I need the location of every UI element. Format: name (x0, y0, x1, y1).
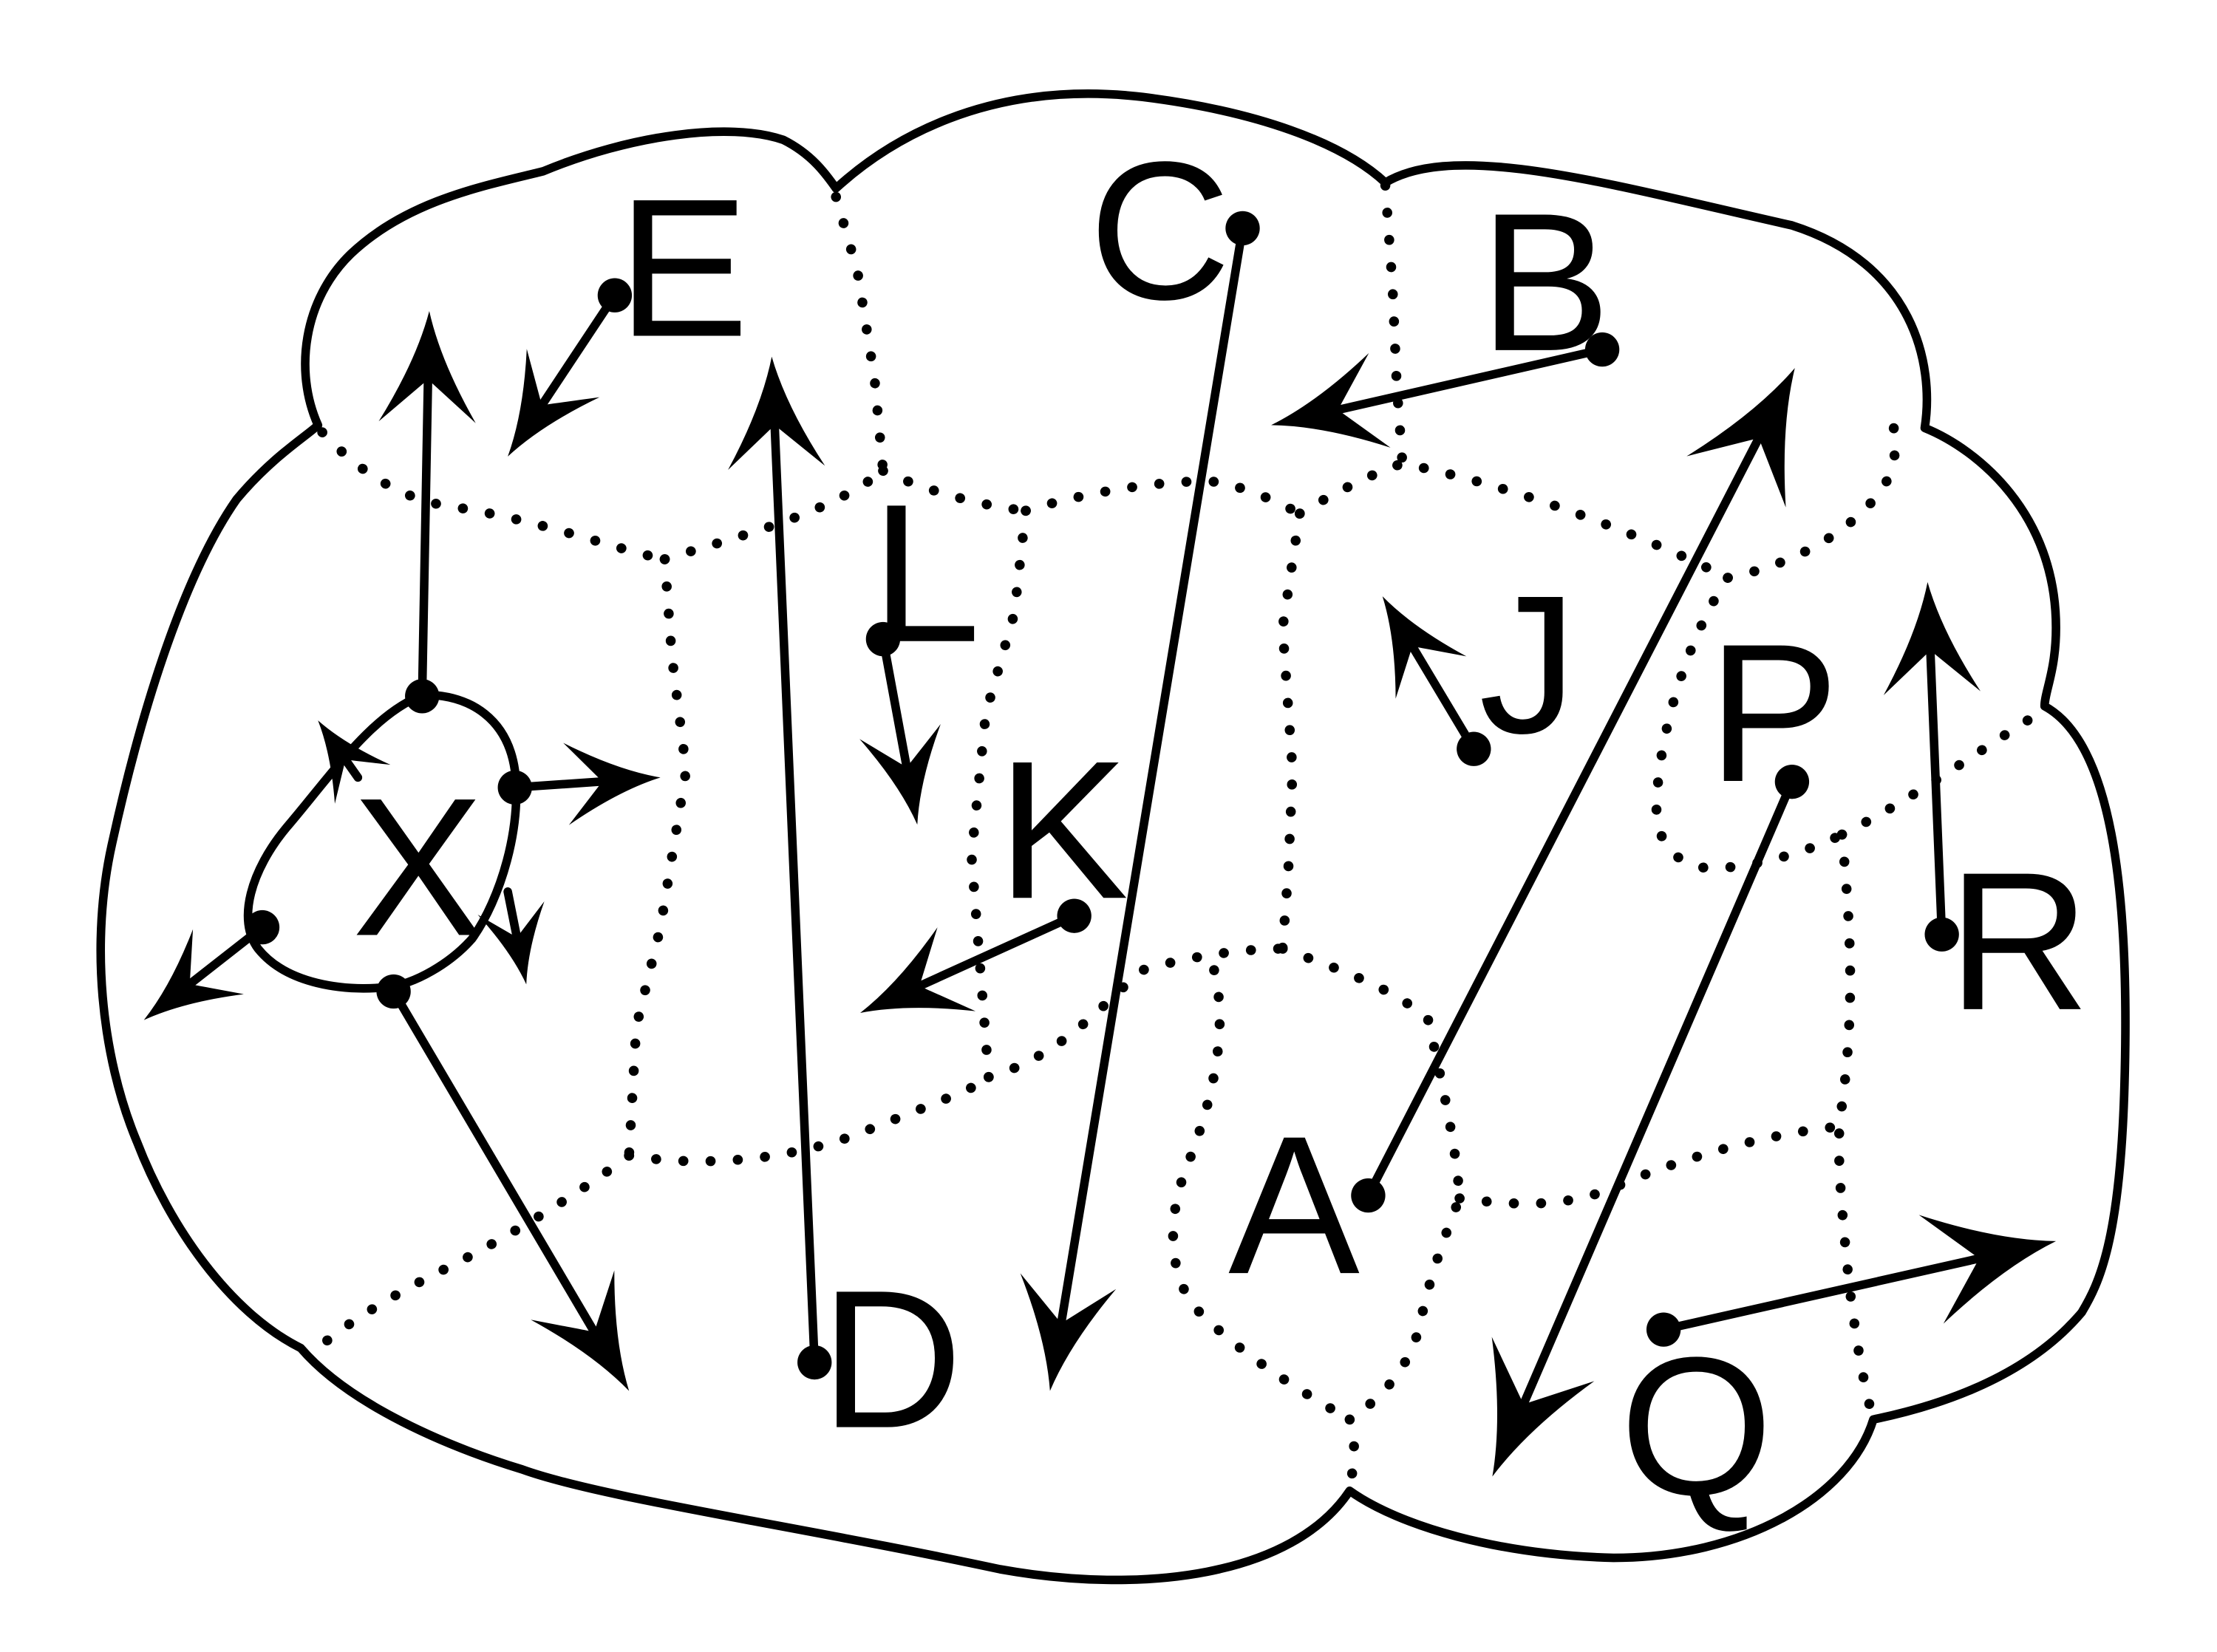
label-p: P (1708, 604, 1839, 823)
arrow-x-circle-upleft (318, 720, 391, 804)
outer-boundary (96, 89, 2130, 1585)
arrow-x-up-origin-dot (405, 679, 440, 714)
arrow-l (859, 621, 941, 825)
arrow-x-up (378, 310, 476, 714)
arrow-b-head (1271, 352, 1391, 448)
arrow-x-downleft-head (143, 929, 244, 1020)
arrow-q (1646, 1215, 2057, 1347)
arrow-k (860, 898, 1092, 1013)
arrow-j-origin-dot (1457, 731, 1491, 766)
arrow-d-origin-dot (797, 1345, 832, 1380)
label-b: B (1479, 173, 1611, 392)
arrow-x-right-origin-dot (497, 770, 532, 805)
arrow-x-downleft (143, 909, 280, 1020)
arrow-x-right-head (563, 743, 661, 825)
arrow-x-downleft-origin-dot (245, 909, 280, 945)
label-c: C (1089, 121, 1230, 341)
arrow-j-head (1382, 596, 1467, 699)
label-a: A (1228, 1096, 1360, 1315)
flow-arrows (143, 211, 2057, 1477)
arrow-q-head (1918, 1215, 2057, 1324)
arrow-c-shaft (1057, 224, 1247, 1328)
arrow-x-circle-down-shaft (503, 887, 522, 942)
arrow-l-origin-dot (865, 621, 901, 657)
arrow-l-head (859, 724, 941, 825)
label-j: J (1479, 555, 1577, 774)
arrow-x-up-head (378, 310, 476, 423)
arrow-d-shaft (770, 420, 820, 1367)
arrow-r-origin-dot (1924, 917, 1959, 952)
arrow-k-shaft (915, 911, 1079, 991)
arrow-x-downright (376, 974, 630, 1391)
labels: E C B L J P K X R A D Q (353, 121, 2091, 1536)
arrow-c-origin-dot (1225, 211, 1260, 246)
arrow-x-downright-head (531, 1270, 630, 1391)
label-l: L (871, 464, 981, 683)
arrow-a-head (1686, 368, 1795, 508)
arrow-j-shaft (1408, 641, 1479, 754)
arrow-r (1883, 581, 1981, 952)
arrow-p (1491, 764, 1810, 1477)
arrow-a (1351, 368, 1795, 1213)
label-q: Q (1620, 1317, 1773, 1536)
label-x: X (353, 757, 484, 977)
label-d: D (820, 1250, 962, 1470)
arrow-x-downright-shaft (389, 987, 599, 1337)
arrow-d-head (728, 356, 825, 470)
arrow-j (1382, 596, 1491, 766)
arrow-p-shaft (1519, 777, 1797, 1409)
arrow-r-head (1883, 581, 1981, 695)
arrow-x-downright-origin-dot (376, 974, 411, 1009)
dotted-boundaries (313, 180, 2044, 1496)
arrow-d (728, 356, 832, 1380)
arrow-q-shaft (1659, 1254, 1983, 1334)
arrow-x-up-shaft (418, 375, 432, 701)
arrow-x-circle-upleft-head (318, 720, 391, 804)
arrow-x-circle-upleft-shaft (341, 755, 363, 782)
arrow-x-circle-down-head (477, 901, 545, 985)
arrow-b-shaft (1333, 345, 1607, 414)
arrow-e-origin-dot (597, 278, 633, 313)
arrow-x-right (497, 743, 661, 825)
arrow-k-origin-dot (1057, 898, 1092, 933)
label-r: R (1948, 832, 2090, 1051)
arrow-a-origin-dot (1351, 1178, 1386, 1213)
arrow-p-head (1491, 1337, 1595, 1477)
arrow-x-circle-down (477, 887, 545, 985)
label-e: E (618, 159, 749, 378)
arrow-l-shaft (879, 635, 911, 772)
arrow-c (1020, 211, 1260, 1391)
arrow-c-head (1020, 1273, 1117, 1391)
arrow-a-shaft (1363, 434, 1763, 1200)
arrow-e-shaft (537, 290, 619, 410)
arrow-p-origin-dot (1774, 764, 1810, 799)
arrow-k-head (860, 927, 976, 1013)
arrow-e (508, 278, 633, 457)
arrow-e-head (508, 349, 600, 457)
arrow-b (1271, 332, 1620, 448)
label-k: K (997, 720, 1128, 940)
arrow-b-origin-dot (1584, 332, 1620, 367)
arrow-q-origin-dot (1646, 1312, 1681, 1347)
arrow-r-shaft (1926, 646, 1947, 939)
